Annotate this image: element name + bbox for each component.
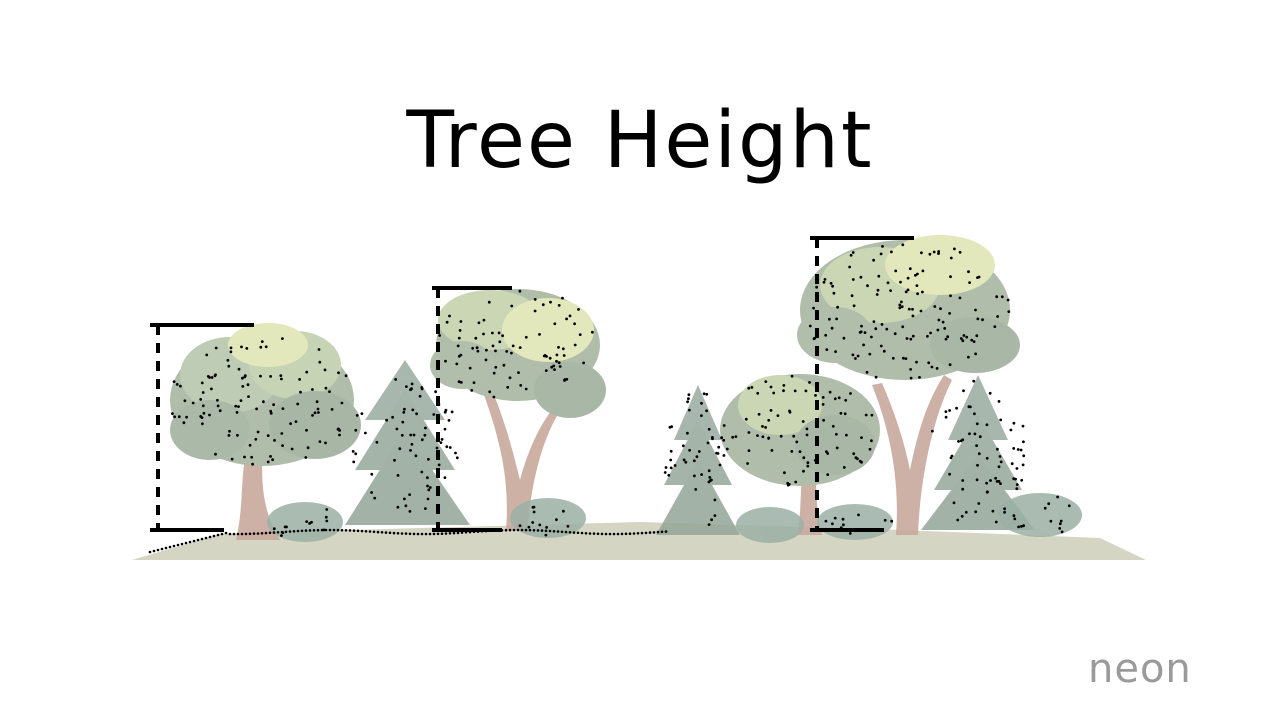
height-measure-2 — [432, 286, 512, 532]
tree-trunk — [872, 375, 952, 535]
diagram-title: Tree Height — [406, 96, 874, 186]
tree-conifer-2 — [656, 385, 740, 535]
tree-trunk — [484, 395, 558, 530]
lidar-points — [148, 243, 1071, 554]
height-measure-1 — [150, 323, 254, 532]
tree-broadleaf-4 — [797, 235, 1020, 535]
tree-conifer-1 — [345, 360, 470, 525]
tree-broadleaf-2 — [430, 289, 606, 530]
height-measure-3 — [810, 236, 914, 532]
tree-broadleaf-1 — [170, 323, 361, 540]
svg-text:neon: neon — [1088, 646, 1192, 692]
neon-logo: neon — [1088, 646, 1192, 692]
tree-broadleaf-3 — [720, 374, 880, 535]
